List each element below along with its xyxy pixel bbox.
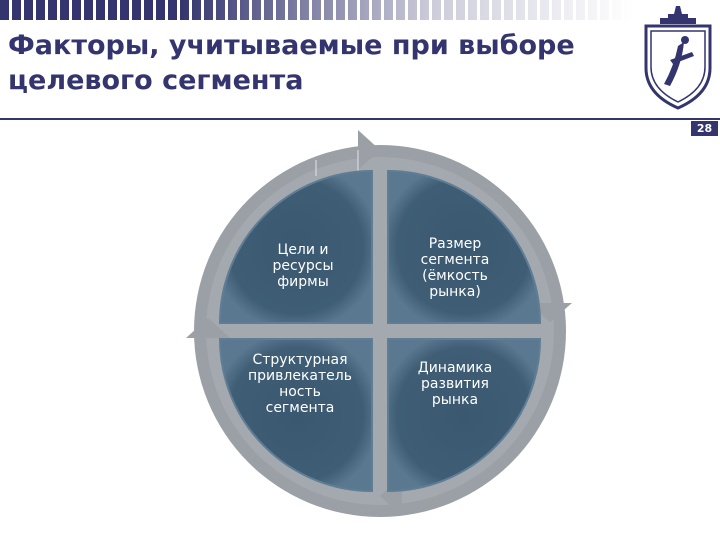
- university-shield-logo-icon: [644, 6, 712, 110]
- outer-ring-inner-shade: [206, 157, 554, 505]
- quadrant-label-bottom-left: Структурная привлекатель ность сегмента: [248, 352, 352, 416]
- quadrant-top-right: [387, 169, 542, 324]
- quadrant-bottom-right: [387, 338, 542, 493]
- header-rule: [0, 118, 720, 120]
- quadrant-label-bottom-right: Динамика развития рынка: [417, 360, 493, 408]
- quadrant-top-left: [218, 169, 373, 324]
- slide-title: Факторы, учитываемые при выборе целевого…: [8, 30, 575, 96]
- arrow-head-top: [358, 130, 380, 170]
- page-number-badge: 28: [691, 121, 718, 136]
- header-stripe-fade: [0, 0, 720, 20]
- quadrant-bottom-left: [218, 338, 373, 493]
- quadrant-label-top-left: Цели и ресурсы фирмы: [272, 242, 334, 290]
- quadrant-label-top-right: Размер сегмента (ёмкость рынка): [420, 236, 490, 300]
- arrow-head-left: [186, 318, 230, 338]
